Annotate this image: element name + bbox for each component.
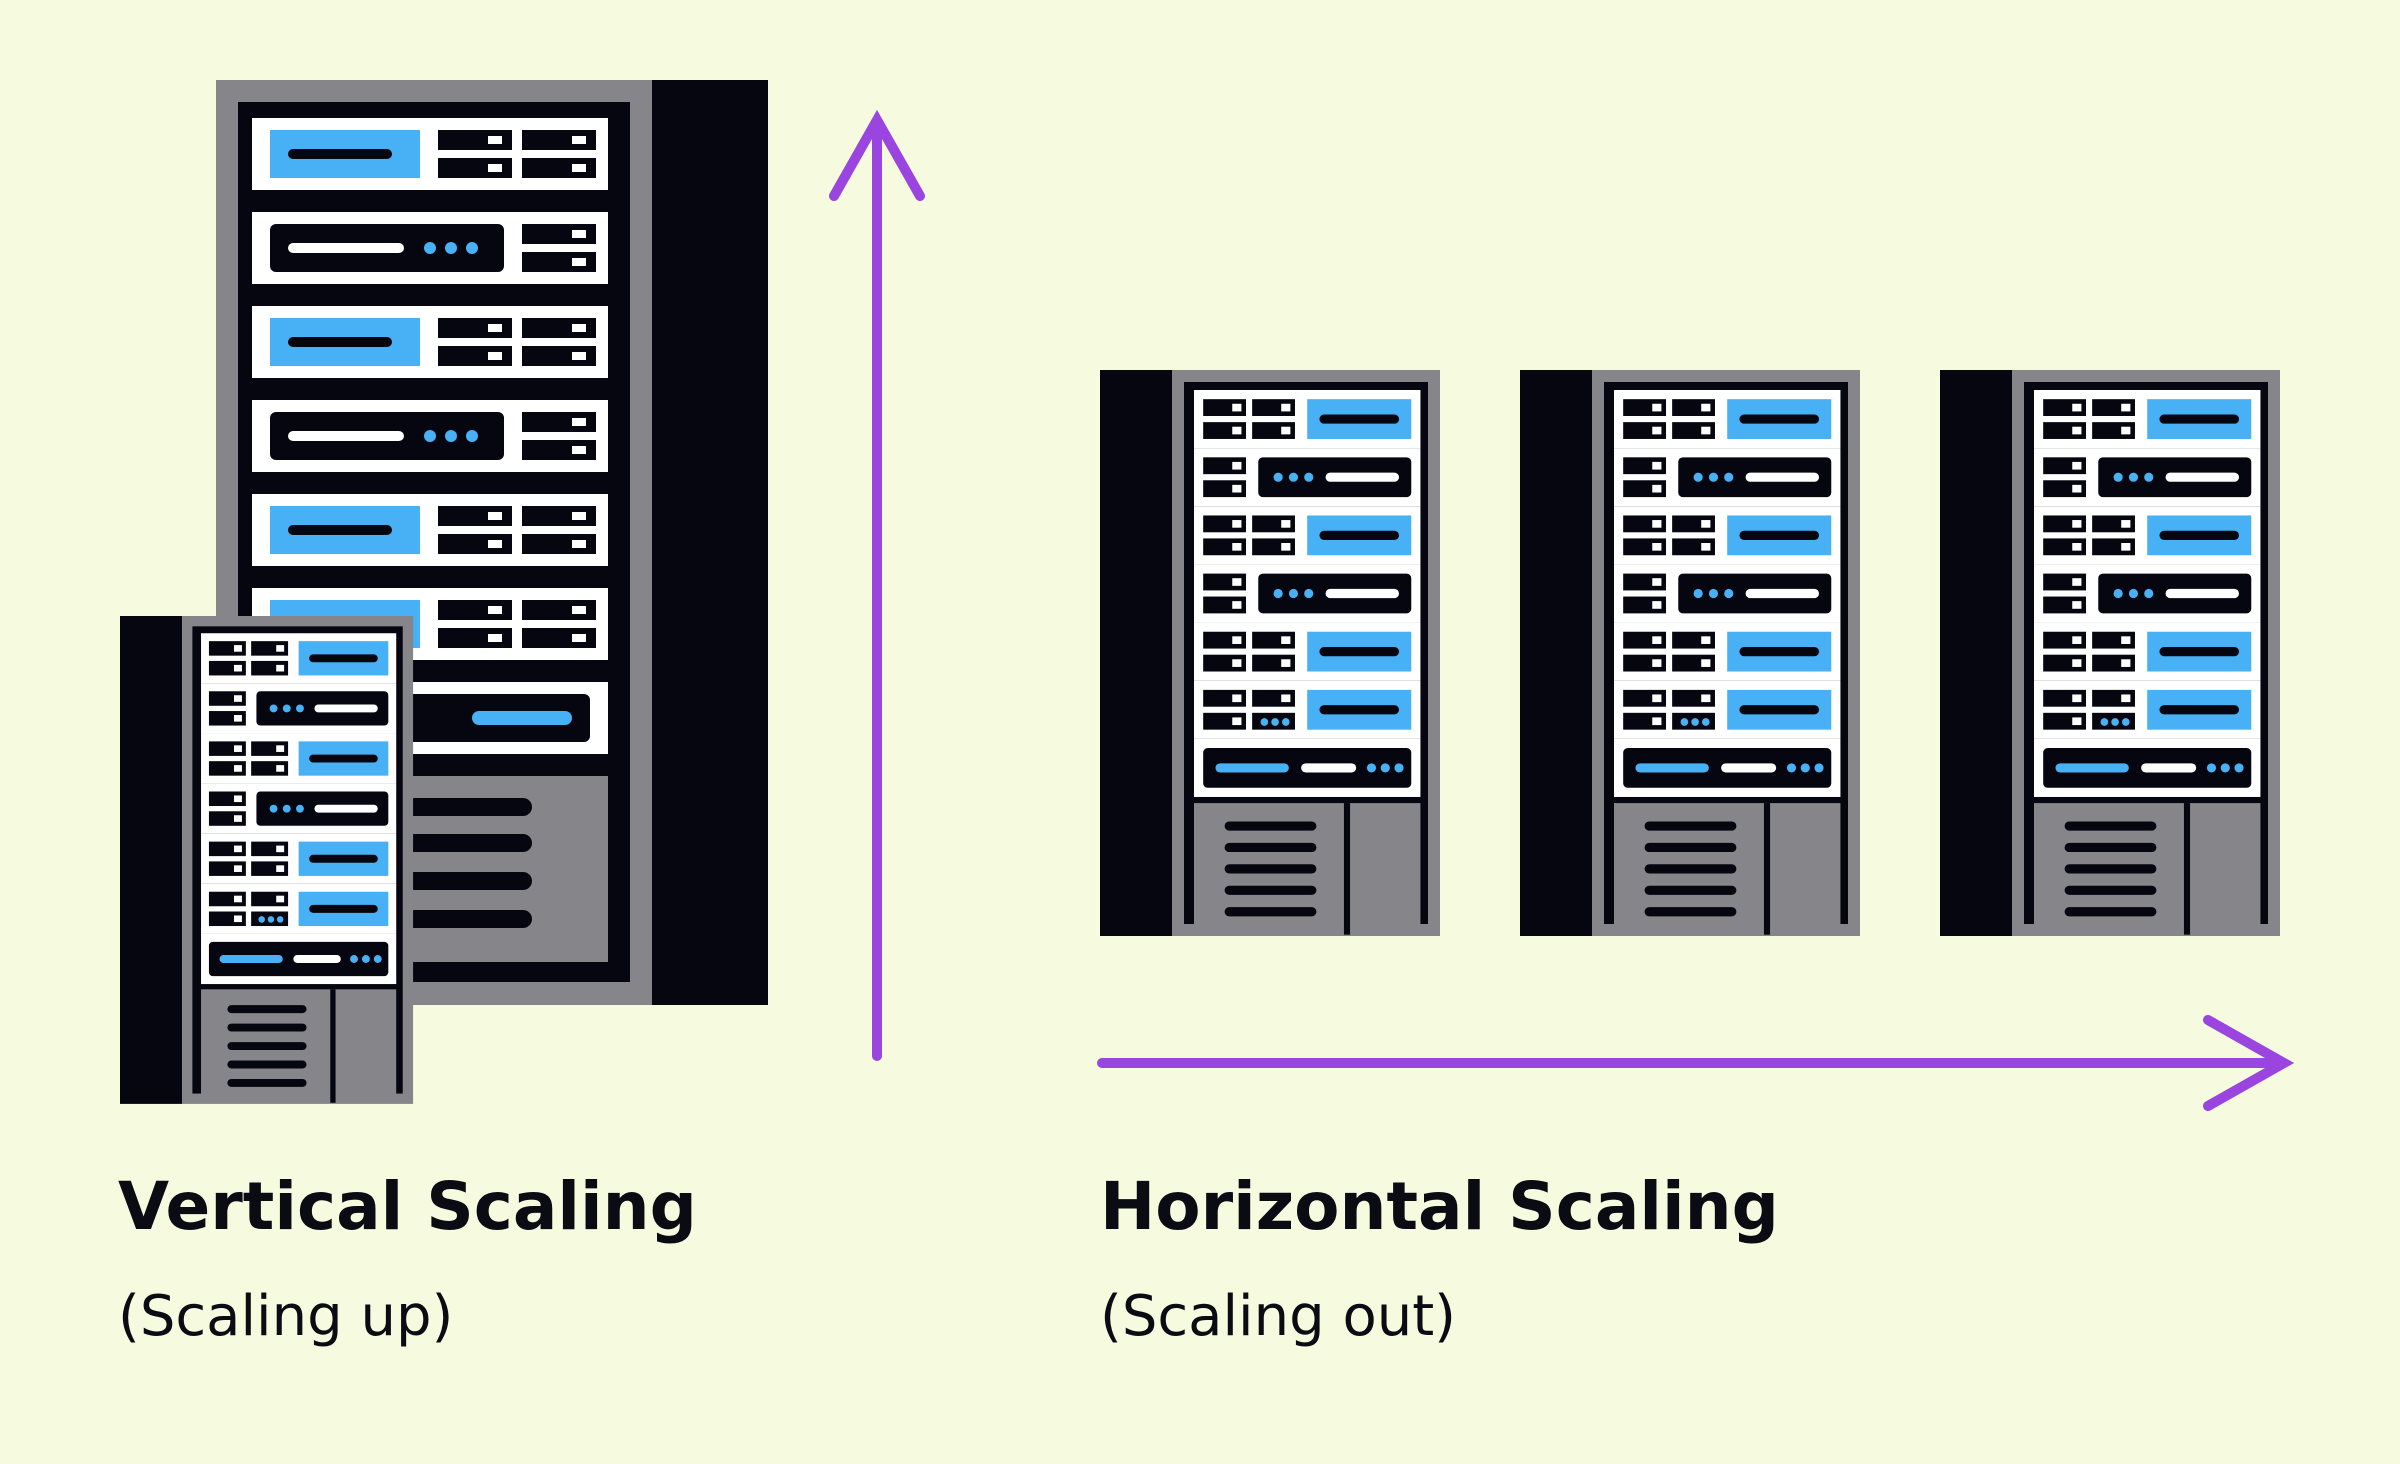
small-server-rack [120, 616, 413, 1104]
scale-up-arrow [829, 109, 925, 1061]
scale-out-arrow [1097, 1015, 2295, 1111]
vertical-scaling-title: Vertical Scaling [118, 1168, 697, 1245]
horizontal-scaling-subtitle: (Scaling out) [1100, 1284, 1457, 1349]
vertical-scaling-subtitle: (Scaling up) [118, 1284, 454, 1349]
server-rack-1 [1100, 370, 1440, 936]
server-rack-2 [1520, 370, 1860, 936]
horizontal-scaling-title: Horizontal Scaling [1100, 1168, 1779, 1245]
server-rack-3 [1940, 370, 2280, 936]
